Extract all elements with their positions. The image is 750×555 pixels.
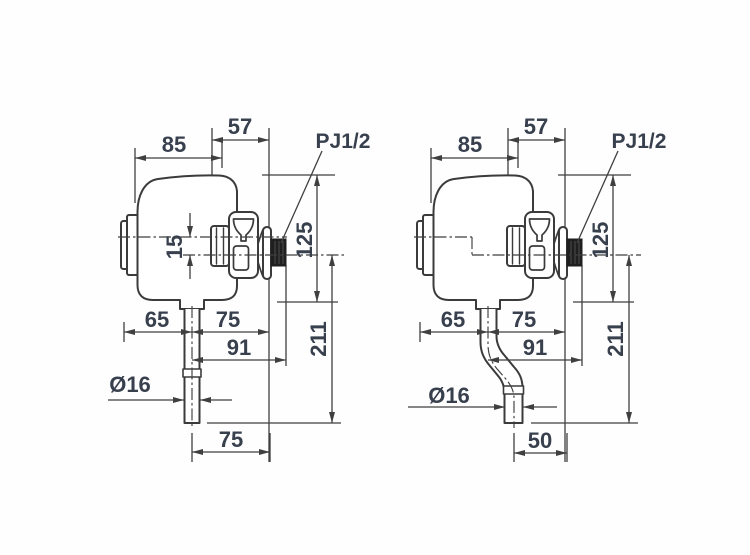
pipe-fill bbox=[184, 309, 200, 423]
push-button-inner bbox=[422, 214, 435, 276]
dim-label-65: 65 bbox=[145, 307, 169, 332]
push-button-inner bbox=[126, 214, 139, 276]
dim-label-211: 211 bbox=[306, 321, 331, 357]
dim-label-dia16: Ø16 bbox=[428, 383, 470, 408]
thread-label: PJ1/2 bbox=[316, 130, 371, 153]
view-straight-outlet: 57 85 PJ1/2 125 15 65 75 91 211 Ø16 75 bbox=[108, 114, 370, 462]
leader-pj12 bbox=[576, 150, 619, 244]
pipe-joint bbox=[502, 385, 525, 395]
dim-label-50-bottom: 50 bbox=[528, 428, 552, 453]
dim-label-65: 65 bbox=[441, 307, 465, 332]
leader-pj12 bbox=[280, 150, 323, 244]
dim-label-15: 15 bbox=[162, 235, 187, 259]
dim-label-75-bottom: 75 bbox=[219, 427, 243, 452]
valve-body-outline bbox=[416, 174, 583, 424]
dim-label-125: 125 bbox=[588, 222, 613, 259]
dim-label-75: 75 bbox=[512, 307, 536, 332]
dim-label-75: 75 bbox=[216, 307, 240, 332]
dim-label-91: 91 bbox=[227, 335, 251, 360]
dim-label-85: 85 bbox=[162, 132, 186, 157]
tank-body bbox=[136, 174, 238, 310]
tank-body bbox=[432, 174, 534, 310]
dim-label-125: 125 bbox=[292, 222, 317, 259]
extension-line bbox=[191, 433, 271, 462]
view-bent-outlet: 57 85 PJ1/2 125 65 75 91 211 Ø16 50 bbox=[408, 114, 666, 462]
dim-label-85: 85 bbox=[458, 132, 482, 157]
dim-label-dia16: Ø16 bbox=[109, 372, 151, 397]
centerline-jogged bbox=[414, 236, 641, 256]
centerline-pipe bbox=[487, 306, 515, 428]
thread-label: PJ1/2 bbox=[612, 130, 667, 153]
outlet-pipe-straight bbox=[183, 308, 201, 424]
dim-label-57: 57 bbox=[524, 114, 548, 139]
dim-label-91: 91 bbox=[523, 335, 547, 360]
extension-line bbox=[513, 433, 568, 462]
dim-label-57: 57 bbox=[228, 114, 252, 139]
dim-label-211: 211 bbox=[603, 321, 628, 357]
